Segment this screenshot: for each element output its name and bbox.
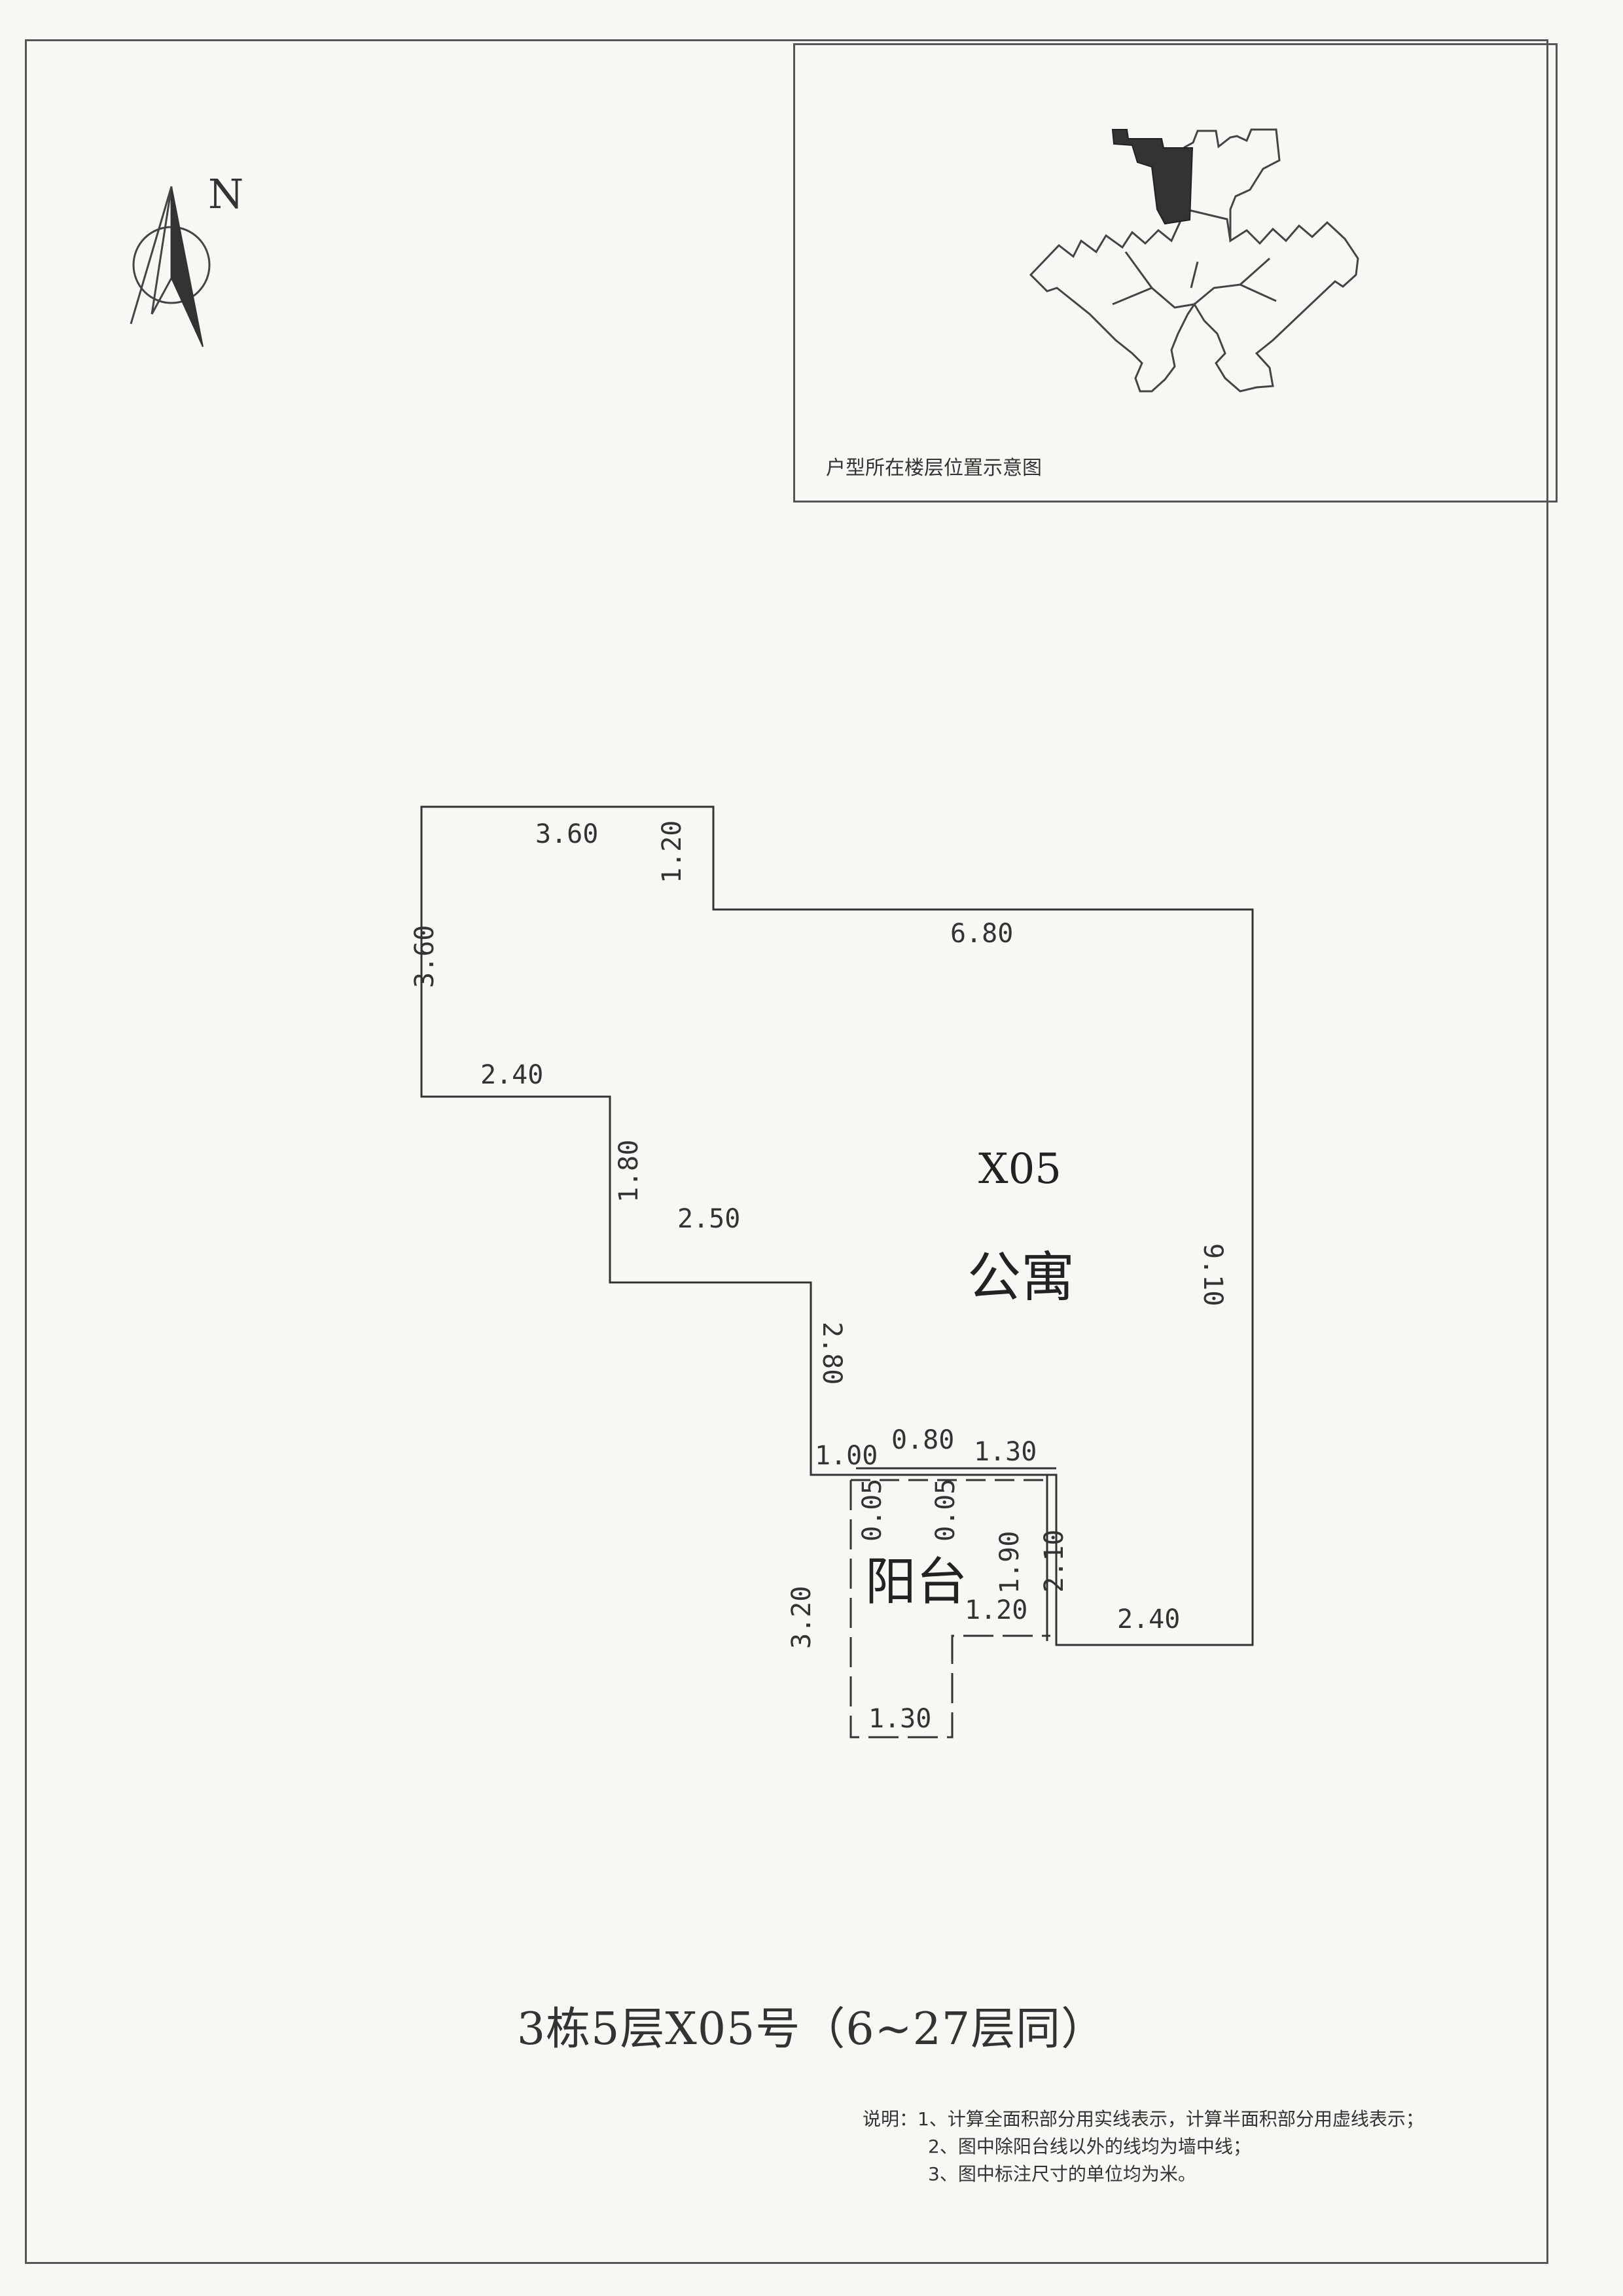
unit-location-highlight (1111, 129, 1194, 225)
dim-left-upper: 3.60 (410, 925, 440, 988)
dim-wall-1: 0.05 (857, 1479, 887, 1542)
key-plan-building (1029, 128, 1359, 393)
dim-balcony-notch: 1.20 (965, 1595, 1027, 1625)
dim-step-1-height: 1.80 (614, 1140, 644, 1203)
note-line-1: 说明：1、计算全面积部分用实线表示，计算半面积部分用虚线表示； (863, 2106, 1424, 2133)
dim-bottom-b: 0.80 (891, 1425, 954, 1455)
note-item: 1、计算全面积部分用实线表示，计算半面积部分用虚线表示； (918, 2108, 1424, 2130)
dim-balcony-inner-height: 1.90 (995, 1531, 1025, 1594)
drawing-title: 3栋5层X05号（6~27层同） (516, 2004, 1107, 2055)
dim-balcony-outer-height: 2.10 (1039, 1530, 1069, 1593)
note-line-3: 3、图中标注尺寸的单位均为米。 (863, 2161, 1424, 2188)
dim-balcony-height: 3.20 (787, 1586, 817, 1649)
dim-bottom-c: 1.30 (974, 1437, 1037, 1467)
balcony-label: 阳台 (865, 1553, 967, 1612)
sheet-border (25, 39, 1548, 2264)
dim-bottom-right-width: 2.40 (1117, 1604, 1180, 1634)
dim-top-step: 1.20 (657, 821, 687, 883)
note-item: 2、图中除阳台线以外的线均为墙中线； (928, 2136, 1251, 2157)
north-label: N (208, 170, 243, 218)
apartment-outline (420, 805, 1254, 1646)
dim-balcony-bottom-width: 1.30 (868, 1704, 931, 1734)
dim-step-2-height: 2.80 (817, 1322, 847, 1385)
notes-lead: 说明： (863, 2108, 918, 2130)
notes: 说明：1、计算全面积部分用实线表示，计算半面积部分用虚线表示； 2、图中除阳台线… (863, 2106, 1424, 2188)
dim-step-1-width: 2.40 (480, 1060, 543, 1090)
dim-top-left-width: 3.60 (535, 819, 598, 849)
unit-use: 公寓 (967, 1246, 1075, 1309)
key-plan-caption: 户型所在楼层位置示意图 (826, 457, 1042, 480)
dim-bottom-a: 1.00 (815, 1441, 878, 1471)
dim-wall-2: 0.05 (931, 1479, 961, 1542)
note-line-2: 2、图中除阳台线以外的线均为墙中线； (863, 2133, 1424, 2161)
dim-top-right-width: 6.80 (950, 919, 1013, 949)
balcony-outline (849, 1480, 1050, 1739)
dim-right-height: 9.10 (1198, 1243, 1228, 1306)
north-arrow-icon (130, 186, 211, 347)
key-plan-frame (793, 43, 1558, 503)
dim-step-2-width: 2.50 (677, 1204, 740, 1234)
unit-code: X05 (978, 1145, 1061, 1193)
note-item: 3、图中标注尺寸的单位均为米。 (928, 2163, 1196, 2185)
